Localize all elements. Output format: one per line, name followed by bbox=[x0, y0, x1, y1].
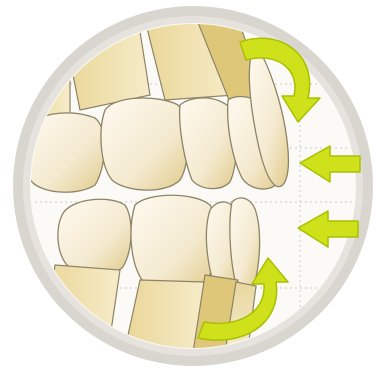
lower-premolar-2 bbox=[230, 198, 260, 290]
upper-molar-center bbox=[101, 98, 188, 190]
lower-molar-center bbox=[131, 195, 217, 289]
lower-molar-left bbox=[58, 199, 131, 274]
